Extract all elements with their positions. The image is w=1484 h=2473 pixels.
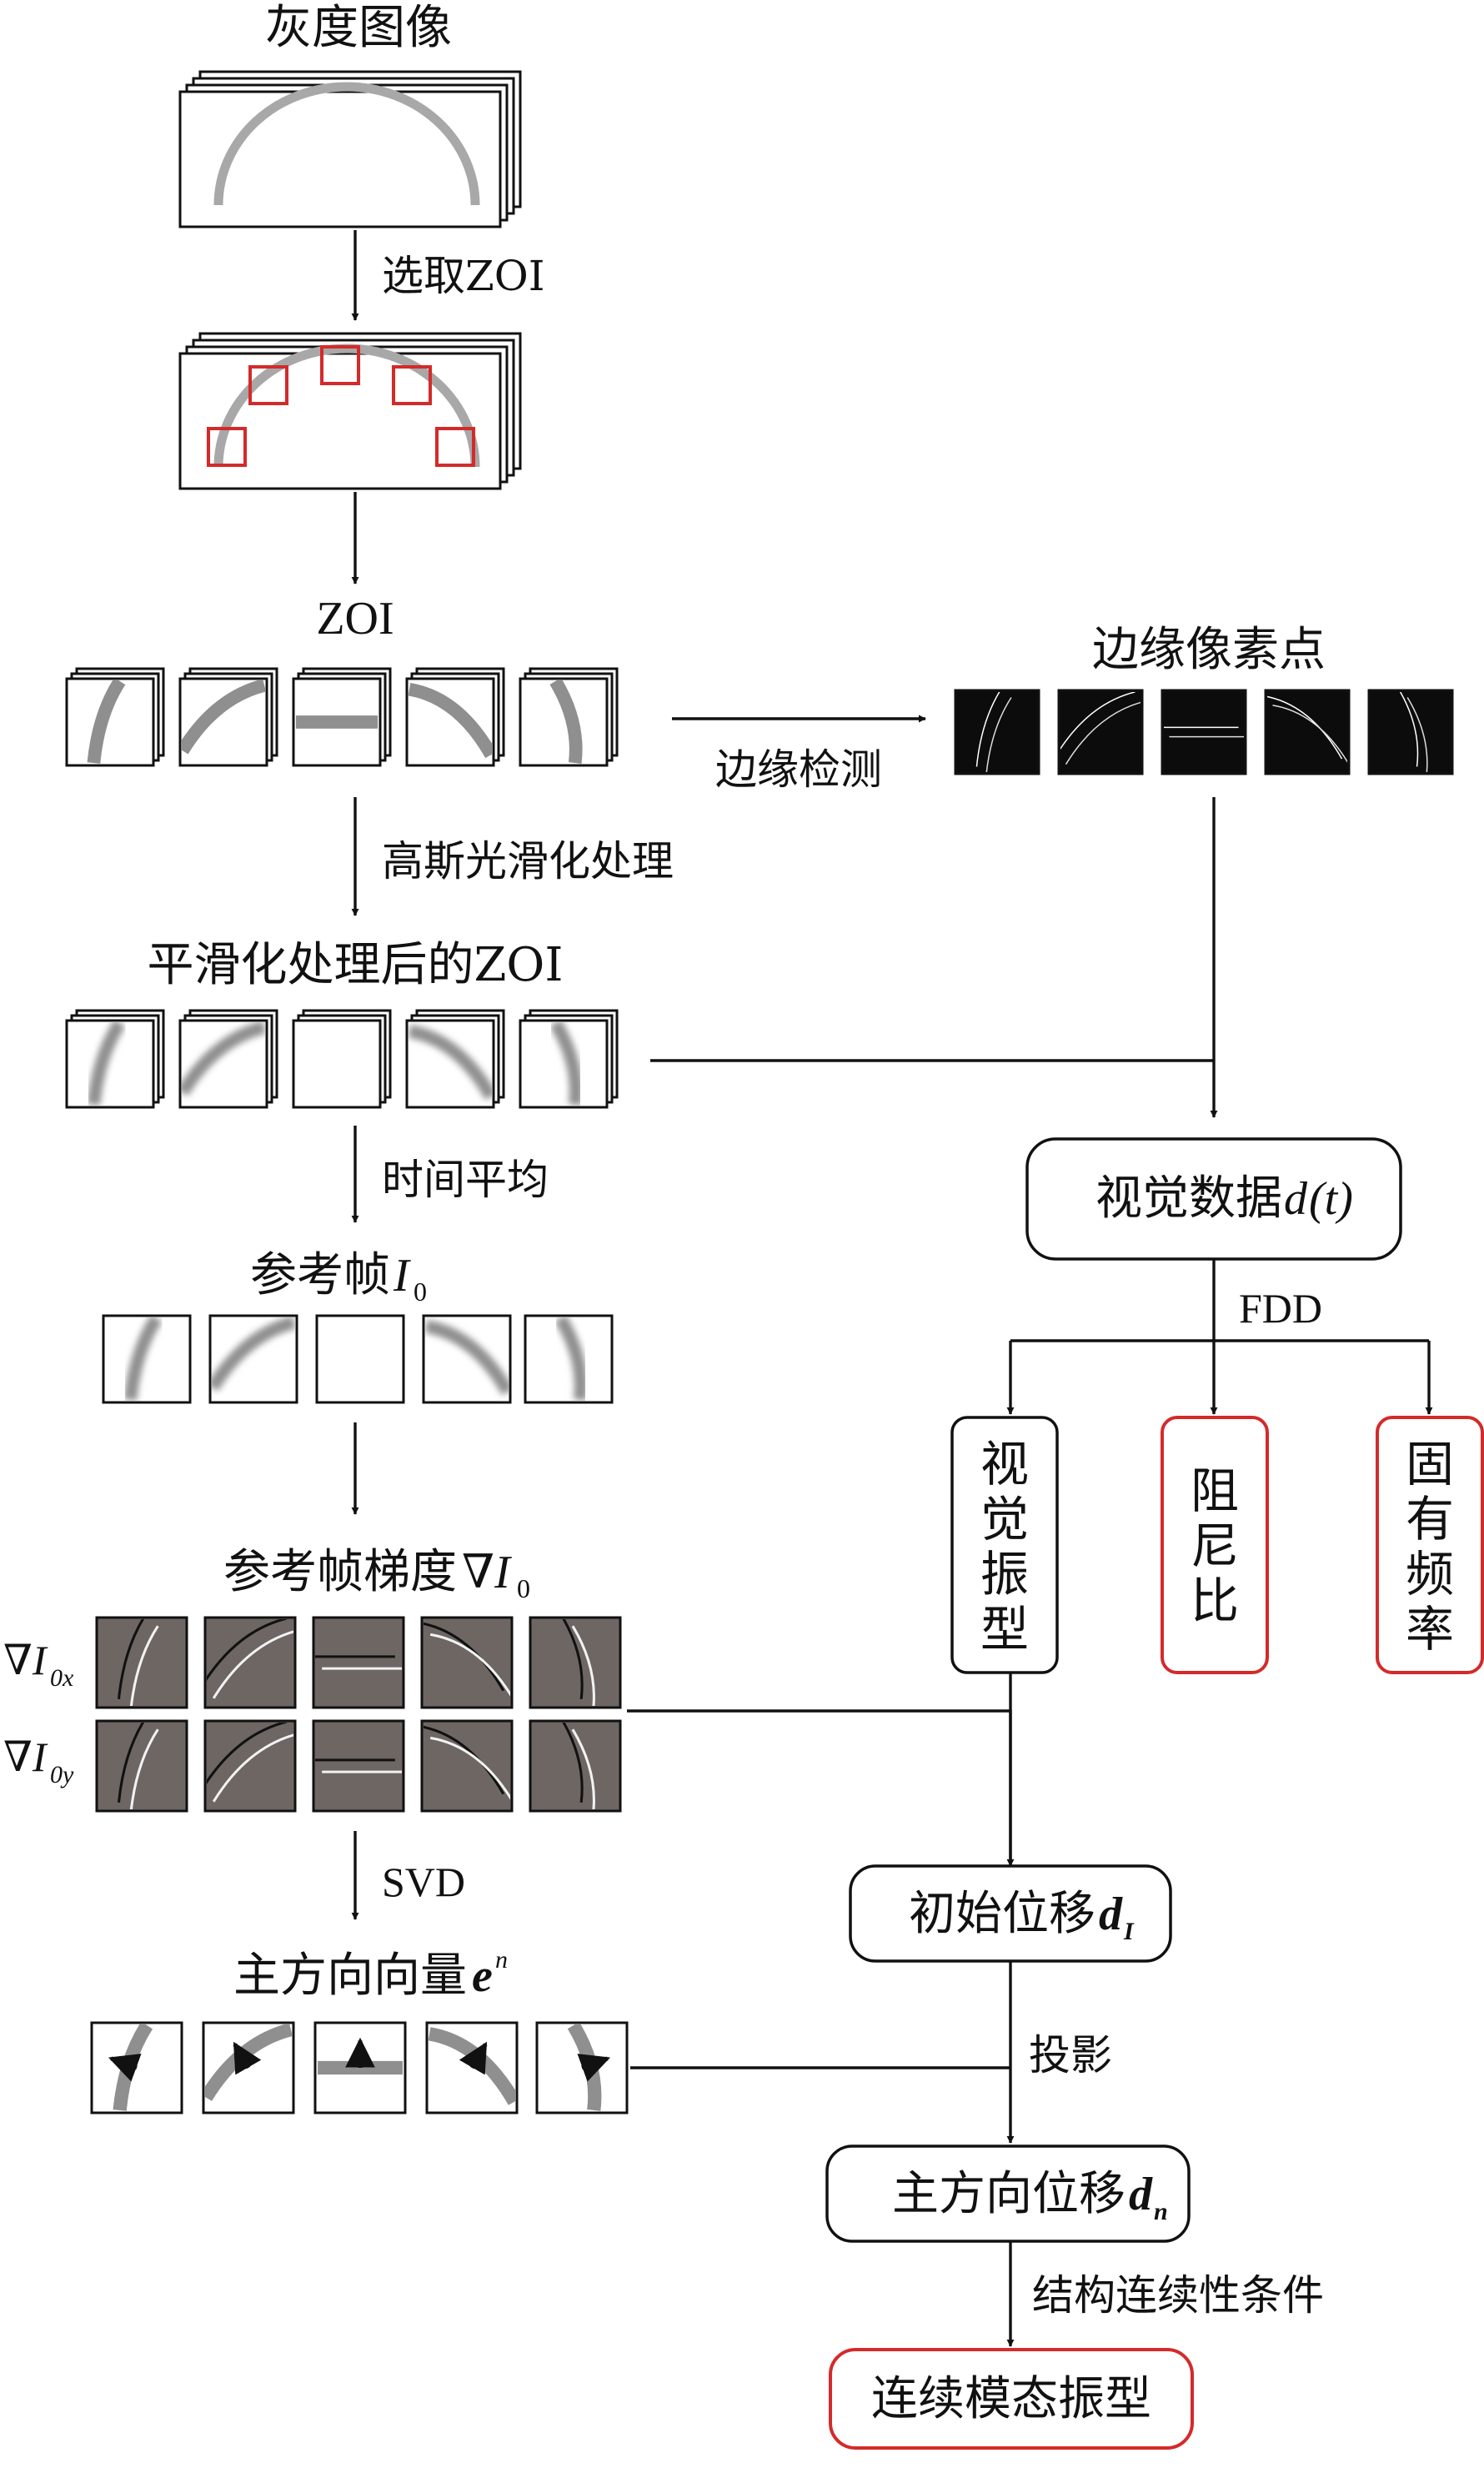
- zoi-thumb-4: [405, 667, 505, 767]
- grad-x-thumb-3: [312, 1616, 405, 1709]
- ref-frame-subscript: 0: [414, 1277, 427, 1307]
- grad-to-initial-line: [627, 1709, 1015, 1867]
- principal-displacement-label: 主方向位移: [892, 2167, 1126, 2221]
- grad-y-symbol: ∇I: [3, 1733, 48, 1780]
- gray-image-label: 灰度图像: [265, 1, 452, 55]
- principal-dir-superscript: n: [495, 1946, 508, 1974]
- edge-thumb-4: [1264, 689, 1351, 775]
- projection-label: 投影: [1029, 2031, 1112, 2079]
- time-avg-label: 时间平均: [382, 1156, 549, 1204]
- ref-grad-symbol: ∇I: [462, 1547, 512, 1598]
- smoothed-zoi-thumb-2: [178, 1009, 278, 1109]
- ref-frame-thumb-1: [102, 1314, 192, 1404]
- grad-y-thumb-5: [529, 1719, 622, 1813]
- grad-x-thumb-2: [203, 1616, 297, 1709]
- grad-y-thumb-1: [95, 1719, 188, 1813]
- grad-x-thumb-4: [420, 1616, 514, 1709]
- visual-data-label: 视觉数据: [1095, 1171, 1282, 1226]
- damping-label: 阻尼比: [1191, 1462, 1239, 1629]
- visual-mode-label: 视觉振型: [980, 1436, 1029, 1658]
- direction-thumb-5: [535, 2021, 629, 2114]
- zoi-label: ZOI: [316, 593, 394, 645]
- structure-condition-label: 结构连续性条件: [1032, 2271, 1324, 2320]
- grad-x-thumb-1: [95, 1616, 188, 1709]
- direction-thumb-2: [202, 2021, 295, 2114]
- natural-frequency-label: 固有频率: [1406, 1436, 1454, 1658]
- visual-data-symbol: d: [1284, 1173, 1308, 1225]
- ref-grad-subscript: 0: [517, 1573, 530, 1603]
- smoothed-zoi-thumb-4: [405, 1009, 505, 1109]
- zoi-red-boxes: [207, 345, 475, 467]
- direction-thumb-1: [90, 2021, 183, 2114]
- principal-displacement-box: [825, 2144, 1191, 2243]
- initial-displacement-label: 初始位移: [909, 1887, 1095, 1941]
- smoothed-zoi-row: [65, 1009, 619, 1109]
- edge-pixels-row: [954, 689, 1454, 775]
- reference-frame-row: [102, 1314, 614, 1404]
- edge-pixels-label: 边缘像素点: [1092, 623, 1326, 677]
- principal-displacement-symbol: d: [1129, 2169, 1153, 2220]
- principal-displacement-subscript: n: [1154, 2198, 1168, 2225]
- ref-frame-label: 参考帧: [250, 1248, 390, 1302]
- zoi-row: [65, 667, 619, 767]
- zoi-thumb-3: [292, 667, 392, 767]
- gray-image-stack: [178, 70, 522, 228]
- select-zoi-label: 选取ZOI: [382, 252, 544, 300]
- grad-x-subscript: 0x: [50, 1664, 74, 1692]
- smoothed-zoi-thumb-5: [519, 1009, 619, 1109]
- principal-dir-label: 主方向向量: [233, 1949, 467, 2003]
- continuous-mode-label: 连续模态振型: [871, 2372, 1151, 2426]
- gray-arc: [213, 82, 480, 206]
- grad-y-thumb-2: [203, 1719, 297, 1813]
- gaussian-label: 高斯光滑化处理: [382, 837, 674, 885]
- direction-thumb-4: [425, 2021, 519, 2114]
- smoothed-zoi-label: 平滑化处理后的ZOI: [148, 938, 564, 992]
- visual-data-arg: (t): [1309, 1173, 1353, 1225]
- zoi-thumb-5: [519, 667, 619, 767]
- edge-thumb-1: [954, 689, 1040, 775]
- principal-direction-row: [90, 2021, 629, 2114]
- principal-dir-symbol: e: [472, 1950, 493, 2002]
- ref-frame-thumb-2: [208, 1314, 298, 1404]
- initial-displacement-subscript: I: [1123, 1918, 1135, 1945]
- gradient-rows: [95, 1616, 622, 1813]
- zoi-thumb-2: [178, 667, 278, 767]
- fdd-label: FDD: [1239, 1285, 1322, 1332]
- grad-y-thumb-3: [312, 1719, 405, 1813]
- ref-frame-thumb-5: [524, 1314, 614, 1404]
- zoi-selection-stack: [178, 332, 522, 490]
- smoothed-zoi-thumb-1: [65, 1009, 165, 1109]
- smoothed-zoi-thumb-3: [292, 1009, 392, 1109]
- damping-box: [1161, 1416, 1269, 1674]
- direction-thumb-3: [313, 2021, 407, 2114]
- zoi-thumb-1: [65, 667, 165, 767]
- ref-frame-thumb-4: [422, 1314, 512, 1404]
- edge-thumb-2: [1057, 689, 1144, 775]
- natural-frequency-box: [1376, 1416, 1484, 1674]
- edge-thumb-5: [1367, 689, 1454, 775]
- svd-label: SVD: [382, 1859, 465, 1905]
- ref-frame-symbol: I: [393, 1250, 411, 1302]
- grad-y-thumb-4: [420, 1719, 514, 1813]
- ref-grad-label: 参考帧梯度: [223, 1545, 457, 1599]
- edge-thumb-3: [1161, 689, 1247, 775]
- grad-y-subscript: 0y: [50, 1761, 74, 1788]
- initial-displacement-symbol: d: [1099, 1889, 1123, 1940]
- ref-frame-thumb-3: [315, 1314, 405, 1404]
- grad-x-thumb-5: [529, 1616, 622, 1709]
- visual-mode-box: [950, 1416, 1059, 1674]
- edge-detect-label: 边缘检测: [715, 745, 882, 794]
- continuous-mode-box: [829, 2348, 1194, 2450]
- grad-x-symbol: ∇I: [3, 1637, 48, 1683]
